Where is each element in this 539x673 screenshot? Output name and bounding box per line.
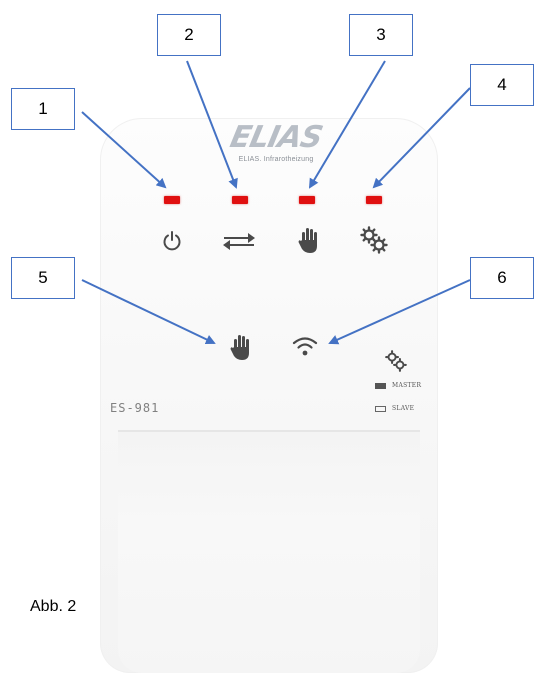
callout-3-label: 3 bbox=[376, 25, 386, 44]
legend-master: MASTER bbox=[375, 382, 421, 389]
model-label: ES-981 bbox=[110, 401, 160, 415]
legend-master-label: MASTER bbox=[392, 382, 422, 389]
power-icon bbox=[163, 231, 181, 251]
hand-icon bbox=[298, 228, 317, 253]
legend-slave: SLAVE bbox=[375, 405, 414, 412]
wifi-icon bbox=[292, 337, 318, 356]
callout-2-label: 2 bbox=[184, 25, 194, 44]
logo-mark: ELIAS bbox=[227, 120, 326, 155]
callout-1-label: 1 bbox=[38, 99, 48, 118]
callout-4: 4 bbox=[470, 64, 534, 106]
callout-3: 3 bbox=[349, 14, 413, 56]
led-1 bbox=[164, 196, 180, 204]
brand-logo: ELIAS ELIAS. Infrarotheizung bbox=[216, 120, 336, 172]
callout-6-label: 6 bbox=[497, 268, 507, 287]
thermostat-device: ELIAS ELIAS. Infrarotheizung ES-981 bbox=[100, 118, 438, 673]
callout-6: 6 bbox=[470, 257, 534, 299]
swap-arrows-icon bbox=[223, 233, 255, 250]
callout-1: 1 bbox=[11, 88, 75, 130]
led-3 bbox=[299, 196, 315, 204]
figure-caption: Abb. 2 bbox=[30, 598, 77, 615]
master-swatch bbox=[375, 382, 386, 389]
gears-icon bbox=[360, 226, 388, 254]
legend-slave-label: SLAVE bbox=[392, 405, 415, 412]
slave-swatch bbox=[375, 405, 386, 412]
gears-icon bbox=[385, 350, 407, 372]
callout-2: 2 bbox=[157, 14, 221, 56]
led-4 bbox=[366, 196, 382, 204]
logo-subline: ELIAS. Infrarotheizung bbox=[238, 156, 314, 163]
device-lower-housing bbox=[118, 430, 420, 673]
hand-icon bbox=[230, 335, 249, 360]
callout-4-label: 4 bbox=[497, 75, 507, 94]
callout-5: 5 bbox=[11, 257, 75, 299]
callout-5-label: 5 bbox=[38, 268, 48, 287]
led-2 bbox=[232, 196, 248, 204]
